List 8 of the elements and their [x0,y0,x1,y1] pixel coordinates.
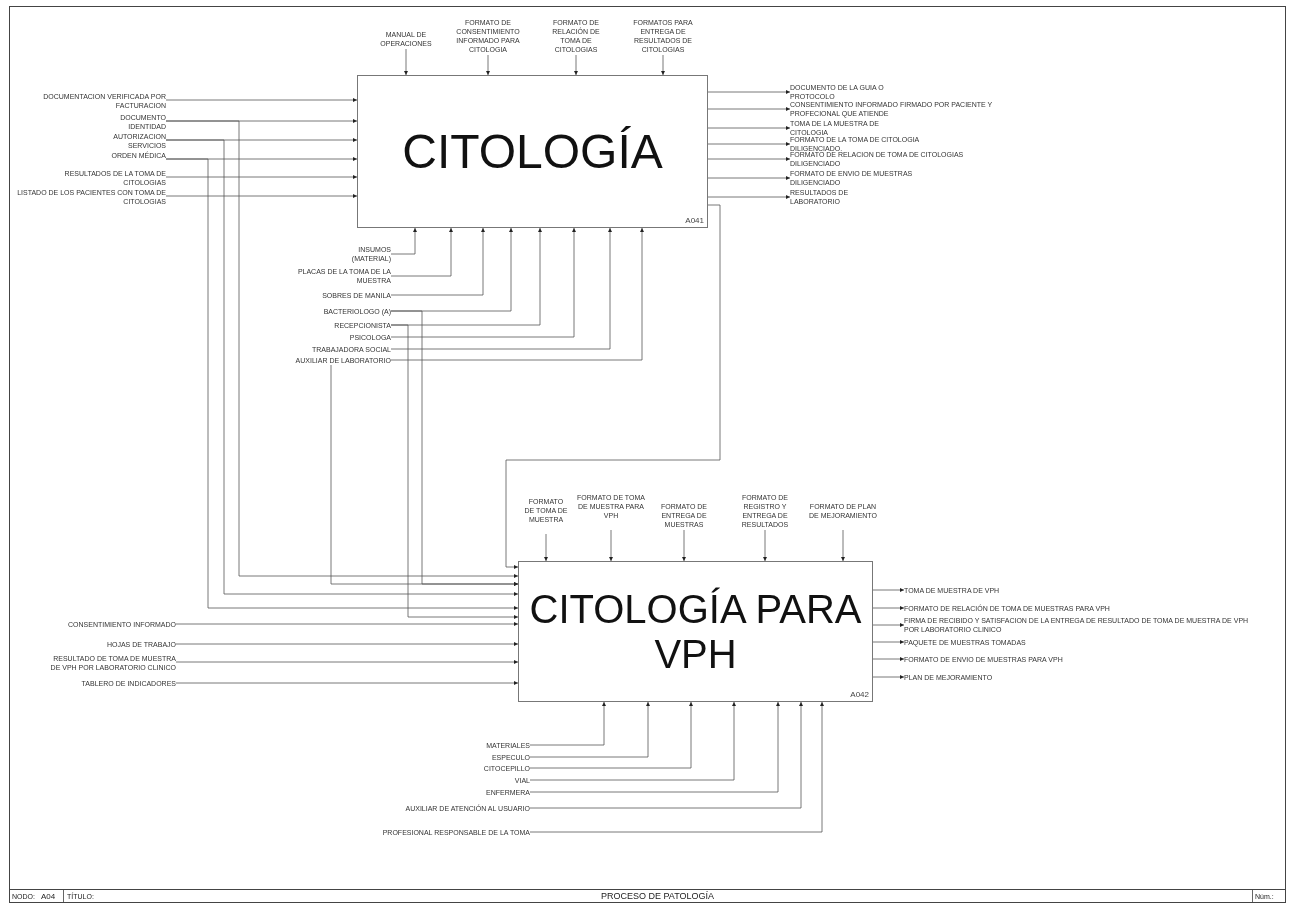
activity-title: CITOLOGÍA PARA VPH [528,586,863,677]
activity-title: CITOLOGÍA [402,124,663,179]
activity-number: A042 [850,690,869,699]
sheet-title: PROCESO DE PATOLOGÍA [601,891,715,901]
activity-box [357,75,708,228]
activity-number: A041 [685,216,704,225]
node-number: A04 [41,891,56,901]
activity-box [518,561,873,702]
